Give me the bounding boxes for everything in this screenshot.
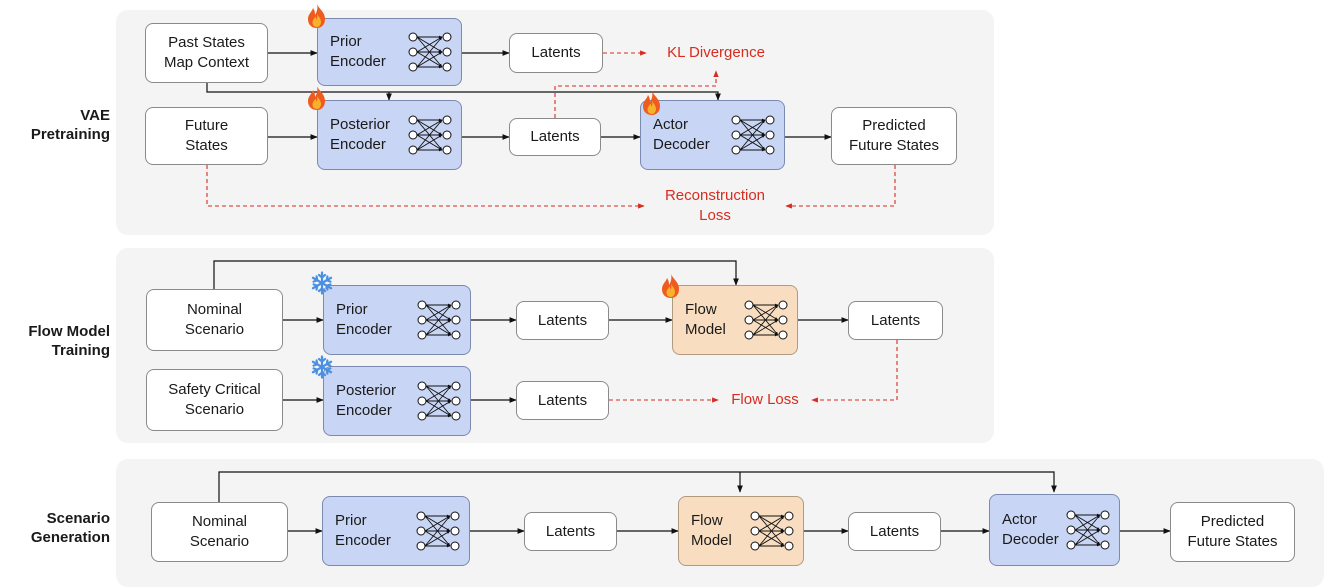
arrow-nominal-to-flow bbox=[213, 260, 739, 289]
latents-posterior-box-2: Latents bbox=[516, 381, 609, 420]
neural-network-icon bbox=[750, 511, 794, 551]
prior-encoder-label: Prior Encoder bbox=[335, 512, 391, 549]
arrow-flowlatents-to-flowloss bbox=[811, 340, 898, 403]
stage-label-vae-pretraining: VAE Pretraining bbox=[30, 107, 110, 143]
fire-icon bbox=[643, 91, 660, 115]
arrow-future-to-recon bbox=[206, 165, 645, 209]
flow-loss-label: Flow Loss bbox=[731, 391, 799, 408]
actor-decoder-block-gen: Actor Decoder bbox=[989, 494, 1120, 566]
predicted-future-box: Predicted Future States bbox=[831, 107, 957, 165]
fire-icon bbox=[308, 86, 325, 110]
neural-network-icon bbox=[731, 115, 775, 155]
latents-prior-box-2: Latents bbox=[516, 301, 609, 340]
actor-decoder-label: Actor Decoder bbox=[1002, 511, 1059, 548]
flow-model-label: Flow Model bbox=[685, 301, 726, 338]
arrow-nominal-to-decoder bbox=[218, 471, 1057, 502]
arrow-predicted-to-recon bbox=[785, 165, 896, 209]
prior-encoder-block-gen: Prior Encoder bbox=[322, 496, 470, 566]
posterior-encoder-block: Posterior Encoder bbox=[317, 100, 462, 170]
neural-network-icon bbox=[417, 300, 461, 340]
prior-encoder-label: Prior Encoder bbox=[336, 301, 392, 338]
flow-model-block-gen: Flow Model bbox=[678, 496, 804, 566]
neural-network-icon bbox=[408, 32, 452, 72]
neural-network-icon bbox=[416, 511, 460, 551]
past-states-box: Past States Map Context bbox=[145, 23, 268, 83]
latents-prior-box-gen: Latents bbox=[524, 512, 617, 551]
latents-prior-box: Latents bbox=[509, 33, 603, 73]
latents-posterior-box: Latents bbox=[509, 118, 601, 156]
prior-encoder-block: Prior Encoder bbox=[317, 18, 462, 86]
posterior-encoder-label: Posterior Encoder bbox=[336, 382, 397, 419]
latents-flow-box-gen: Latents bbox=[848, 512, 941, 551]
kl-divergence-label: KL Divergence bbox=[667, 44, 765, 61]
fire-icon bbox=[662, 274, 679, 298]
fire-icon bbox=[308, 4, 325, 28]
posterior-encoder-label: Posterior Encoder bbox=[330, 116, 391, 153]
neural-network-icon bbox=[417, 381, 461, 421]
stage-label-scenario-generation: Scenario Generation bbox=[30, 510, 110, 546]
actor-decoder-label: Actor Decoder bbox=[653, 116, 710, 153]
neural-network-icon bbox=[1066, 510, 1110, 550]
actor-decoder-block: Actor Decoder bbox=[640, 100, 785, 170]
predicted-future-box-gen: Predicted Future States bbox=[1170, 502, 1295, 562]
latents-flow-box: Latents bbox=[848, 301, 943, 340]
neural-network-icon bbox=[744, 300, 788, 340]
snowflake-icon bbox=[311, 355, 333, 379]
prior-encoder-block-frozen: Prior Encoder bbox=[323, 285, 471, 355]
safety-critical-scenario-box: Safety Critical Scenario bbox=[146, 369, 283, 431]
nominal-scenario-box-gen: Nominal Scenario bbox=[151, 502, 288, 562]
posterior-encoder-block-frozen: Posterior Encoder bbox=[323, 366, 471, 436]
prior-encoder-label: Prior Encoder bbox=[330, 33, 386, 70]
arrow-posterior-latents-to-kl bbox=[554, 70, 719, 118]
flow-model-label: Flow Model bbox=[691, 512, 732, 549]
stage-label-flow-training: Flow Model Training bbox=[28, 323, 110, 359]
reconstruction-loss-label: Reconstruction Loss bbox=[664, 187, 766, 224]
future-states-box: Future States bbox=[145, 107, 268, 165]
neural-network-icon bbox=[408, 115, 452, 155]
snowflake-icon bbox=[311, 271, 333, 295]
arrow-context-to-decoder bbox=[206, 83, 721, 101]
flow-model-block: Flow Model bbox=[672, 285, 798, 355]
nominal-scenario-box: Nominal Scenario bbox=[146, 289, 283, 351]
